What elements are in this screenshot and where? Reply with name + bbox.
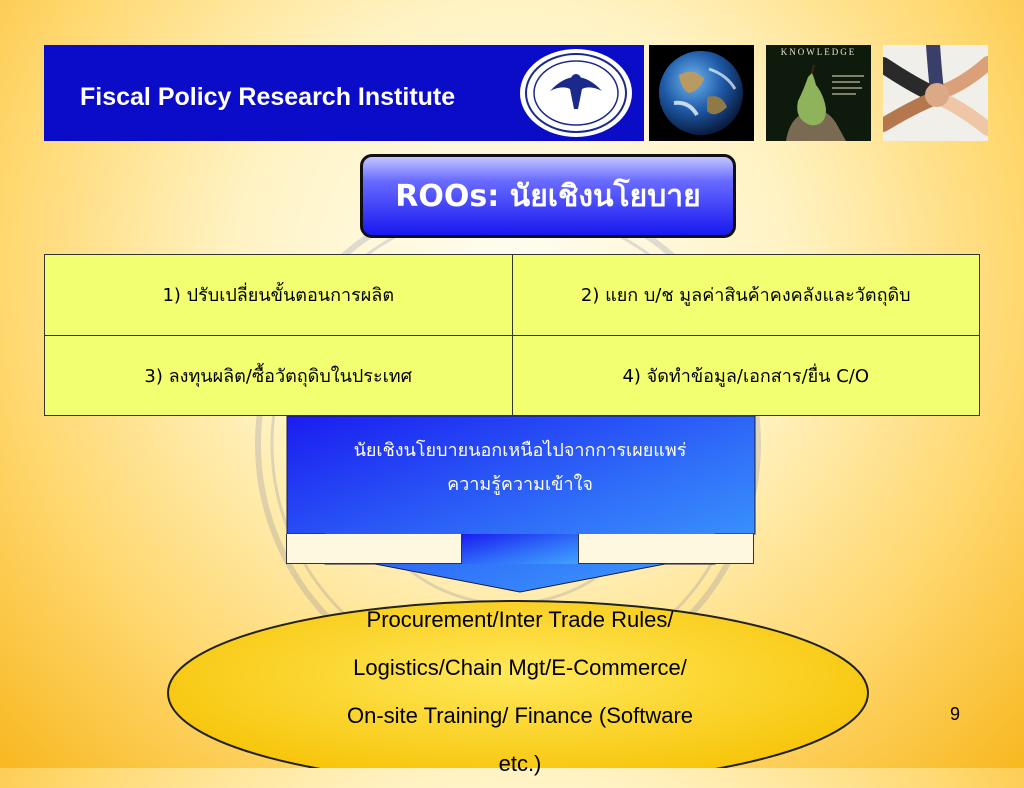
grid-row: 3) ลงทุนผลิต/ซื้อวัตถุดิบในประเทศ 4) จัด… <box>44 334 980 416</box>
grid-cell: 4) จัดทำข้อมูล/เอกสาร/ยื่น C/O <box>511 334 980 416</box>
header-title: Fiscal Policy Research Institute <box>80 83 456 111</box>
arrow-notch-right <box>578 534 754 564</box>
grid-cell: 3) ลงทุนผลิต/ซื้อวัตถุดิบในประเทศ <box>44 334 513 416</box>
knowledge-pear-photo: KNOWLEDGE <box>766 45 871 141</box>
topics-line: Logistics/Chain Mgt/E-Commerce/ <box>353 655 687 680</box>
topics-line: Procurement/Inter Trade Rules/ <box>366 607 674 632</box>
topics-ellipse <box>167 600 869 768</box>
joined-hands-icon <box>883 45 988 141</box>
arrow-note-line: นัยเชิงนโยบายนอกเหนือไปจากการเผยแพร่ <box>353 440 687 461</box>
arrow-notch-left <box>286 534 462 564</box>
topics-line: On-site Training/ Finance (Software <box>346 703 694 728</box>
earth-photo <box>649 45 754 141</box>
arrow-note-line: ความรู้ความเข้าใจ <box>447 474 593 495</box>
policy-grid: 1) ปรับเปลี่ยนขั้นตอนการผลิต 2) แยก บ/ช … <box>44 254 980 416</box>
grid-cell: 1) ปรับเปลี่ยนขั้นตอนการผลิต <box>44 254 513 336</box>
topics-text: Procurement/Inter Trade Rules/ Logistics… <box>300 596 740 788</box>
grid-cell: 2) แยก บ/ช มูลค่าสินค้าคงคลังและวัตถุดิบ <box>511 254 980 336</box>
institute-seal-icon <box>520 49 632 137</box>
slide-title: ROOs: นัยเชิงนโยบาย <box>360 154 736 238</box>
pear-icon <box>766 45 871 141</box>
knowledge-caption: KNOWLEDGE <box>780 47 857 57</box>
grid-row: 1) ปรับเปลี่ยนขั้นตอนการผลิต 2) แยก บ/ช … <box>44 254 980 336</box>
topics-line: etc.) <box>498 751 542 776</box>
page-number: 9 <box>949 704 960 724</box>
arrow-note: นัยเชิงนโยบายนอกเหนือไปจากการเผยแพร่ ควา… <box>287 434 753 502</box>
joined-hands-photo <box>883 45 988 141</box>
earth-globe-icon <box>649 45 754 141</box>
